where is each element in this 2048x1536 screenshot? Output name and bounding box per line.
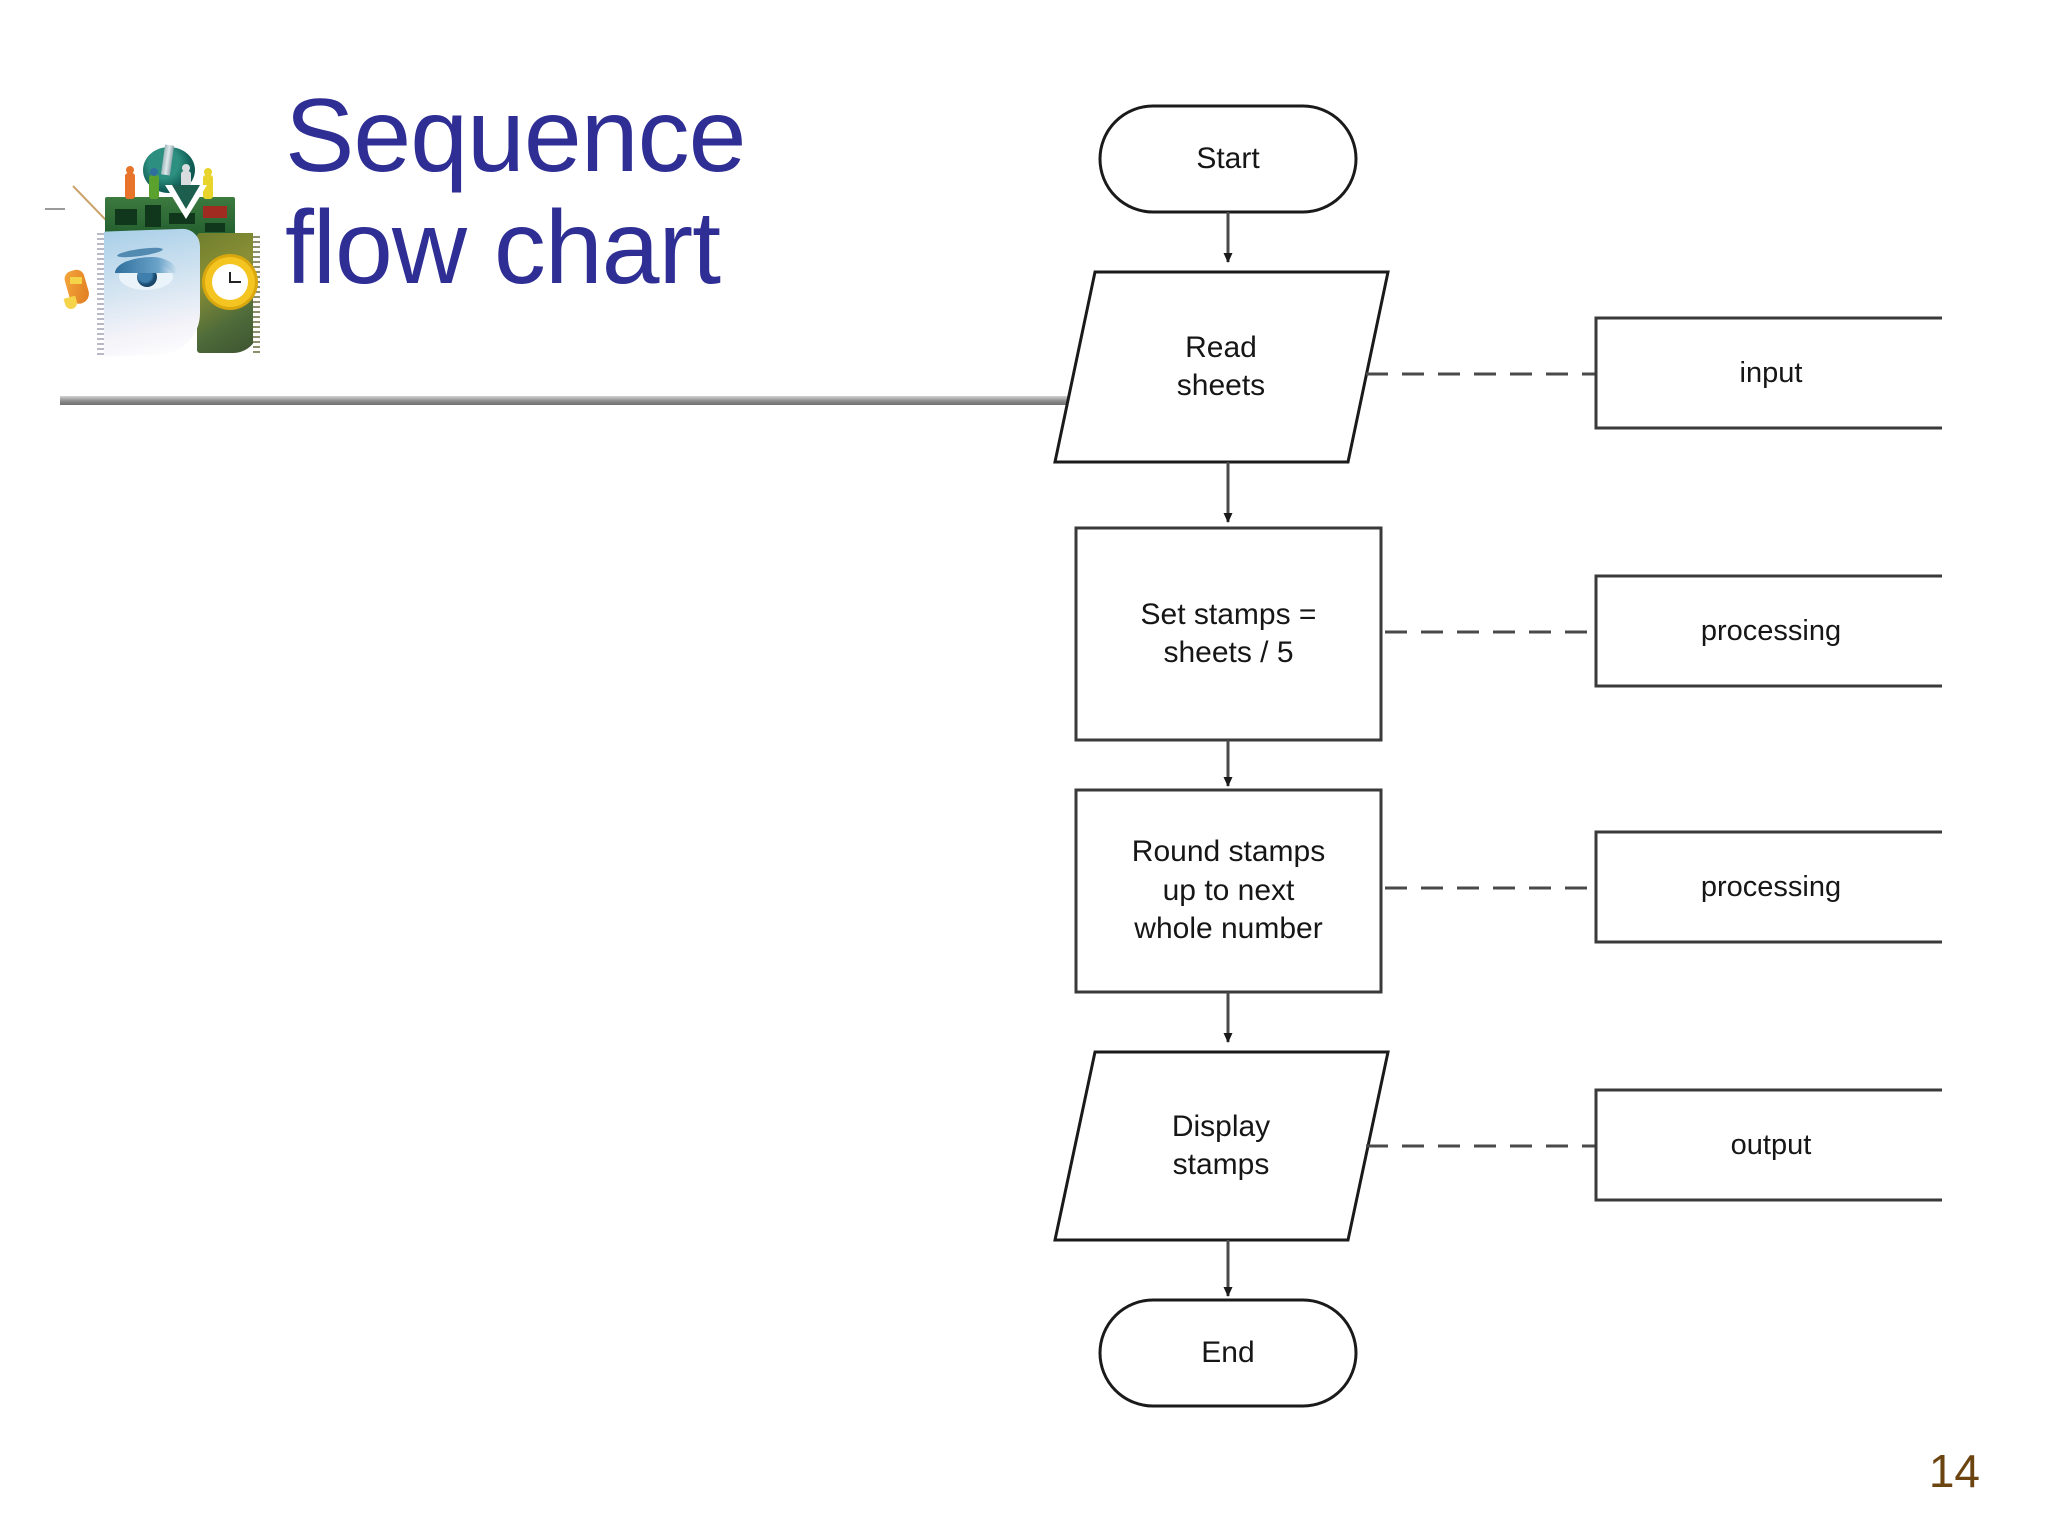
clock-minute-hand <box>230 281 241 283</box>
figure-head-4 <box>204 168 212 176</box>
figure-head-3 <box>182 164 190 172</box>
annotation-label-processing-1: processing <box>1700 614 1842 647</box>
page-number: 14 <box>1928 1445 1980 1497</box>
page-title: Sequence flow chart <box>285 78 746 307</box>
annotation-box-input[interactable] <box>1594 316 1948 430</box>
green-panel-edge <box>253 233 260 355</box>
node-read-sheets[interactable] <box>1053 270 1390 464</box>
annotation-box-output[interactable] <box>1594 1088 1948 1202</box>
title-block: Sequence flow chart <box>285 80 1005 305</box>
annotation-box-processing-1[interactable] <box>1594 574 1948 688</box>
stray-dash-mark <box>45 208 65 210</box>
annotation-label-input: input <box>1739 356 1803 389</box>
face-profile-edge <box>97 230 104 356</box>
node-display-stamps[interactable] <box>1053 1050 1390 1242</box>
figure-icon-3 <box>181 171 191 197</box>
node-start[interactable] <box>1098 104 1358 214</box>
clock-hour-hand <box>229 272 231 283</box>
plug-label-icon <box>70 277 82 284</box>
annotation-label-output: output <box>1730 1128 1812 1161</box>
annotation-label-processing-2: processing <box>1700 870 1842 903</box>
figure-head-2 <box>150 168 158 176</box>
node-set-stamps[interactable] <box>1074 526 1383 742</box>
figure-icon-2 <box>149 175 159 199</box>
figure-head-1 <box>126 166 134 174</box>
annotation-box-processing-2[interactable] <box>1594 830 1948 944</box>
figure-icon-4 <box>203 175 213 199</box>
collage-logo-image <box>45 144 260 395</box>
figure-icon-1 <box>125 173 135 199</box>
node-round-stamps[interactable] <box>1074 788 1383 994</box>
chevron-shape-inner <box>172 185 200 209</box>
title-divider-rule <box>60 396 1085 405</box>
node-end[interactable] <box>1098 1298 1358 1408</box>
eye-lash-icon <box>115 257 177 273</box>
